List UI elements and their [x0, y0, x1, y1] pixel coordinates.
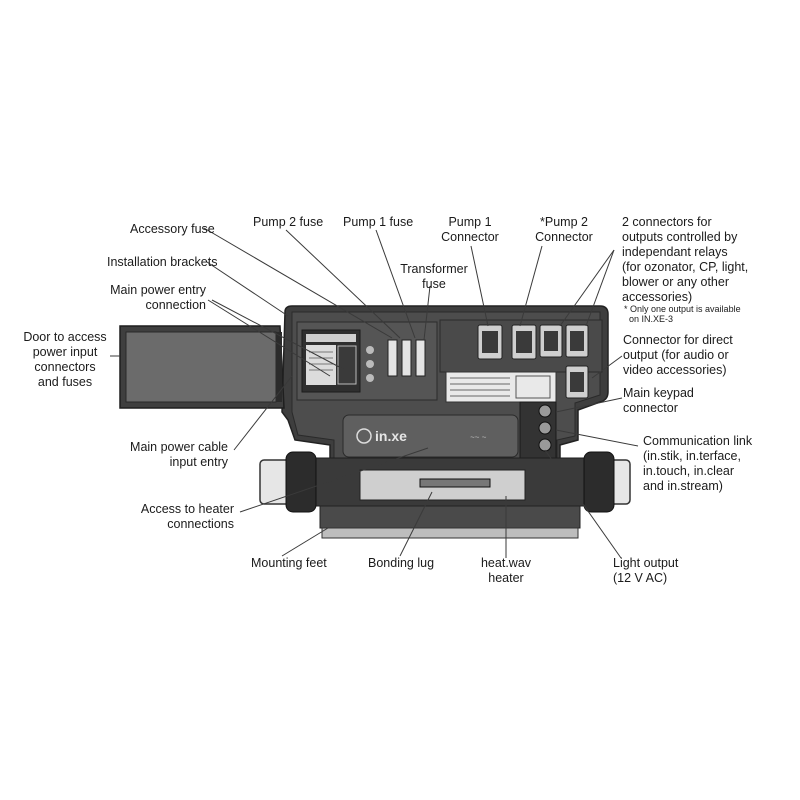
leader-lines [110, 227, 639, 559]
main-power-entry-label: Main power entry connection [110, 283, 206, 312]
pump1-connector-label: Pump 1 Connector [441, 215, 499, 244]
accessory-fuse-label: Accessory fuse [130, 222, 215, 236]
heater-label: heat.wav heater [480, 556, 532, 585]
main-power-cable-label: Main power cable input entry [130, 440, 228, 469]
pump2-fuse-label: Pump 2 fuse [253, 215, 324, 229]
door-access-label: Door to access power input connectors an… [23, 330, 107, 389]
keypad-connectors [519, 401, 557, 459]
access-door [119, 325, 285, 409]
installation-brackets-label: Installation brackets [107, 255, 218, 269]
communication-link-label: Communication link (in.stik, in.terface,… [643, 434, 753, 493]
fuse-compartment [301, 329, 426, 393]
top-connectors [477, 324, 589, 399]
relay-note: * Only one output is available on IN.XE-… [624, 304, 741, 324]
transformer-fuse-label: Transformer fuse [400, 262, 468, 291]
wiring-label [445, 371, 557, 403]
heater-assembly [259, 451, 631, 539]
bonding-lug-label: Bonding lug [368, 556, 435, 570]
relay-connectors-label: 2 connectors for outputs controlled by i… [622, 215, 749, 304]
mounting-feet-label: Mounting feet [251, 556, 327, 570]
pump2-connector-label: *Pump 2 Connector [535, 215, 593, 244]
brand-logo: in.xe [375, 428, 407, 444]
pump1-fuse-label: Pump 1 fuse [343, 215, 414, 229]
brand-panel: in.xe ~~ ~ [342, 414, 519, 458]
direct-output-label: Connector for direct output (for audio o… [623, 333, 733, 377]
light-output-label: Light output (12 V AC) [613, 556, 679, 585]
svg-text:~~ ~: ~~ ~ [470, 433, 487, 442]
main-keypad-label: Main keypad connector [623, 386, 694, 415]
heater-access-label: Access to heater connections [140, 502, 234, 531]
